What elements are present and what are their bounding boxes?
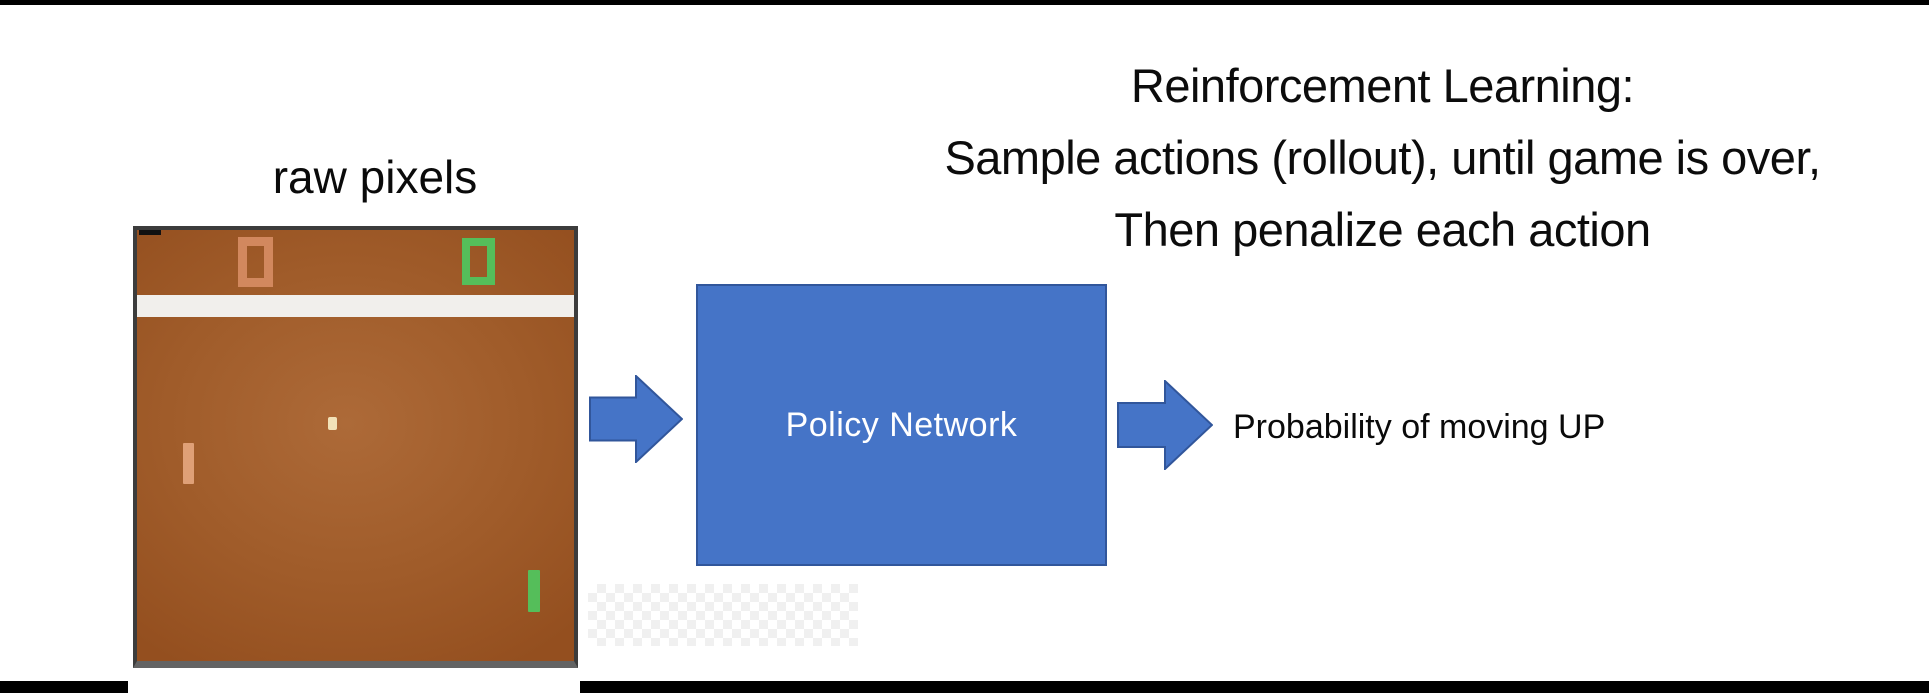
checker-artifact: [588, 584, 858, 646]
input-arrow-icon: [589, 375, 683, 463]
pong-game-screenshot: [133, 226, 578, 668]
right-paddle: [528, 570, 540, 612]
frame-notch: [139, 230, 161, 235]
top-divider-band: [137, 295, 574, 317]
headline-line-2: Sample actions (rollout), until game is …: [944, 131, 1821, 184]
probability-output-caption: Probability of moving UP: [1233, 408, 1606, 446]
game-image-white-margin: [128, 670, 580, 693]
left-score-zero-glyph: [238, 237, 273, 287]
headline-line-3: Then penalize each action: [1114, 203, 1651, 256]
right-score-zero-glyph: [462, 238, 495, 285]
pong-ball: [328, 417, 337, 430]
top-black-bar: [0, 0, 1929, 5]
raw-pixels-caption: raw pixels: [272, 151, 478, 203]
headline-line-1: Reinforcement Learning:: [1130, 59, 1635, 112]
output-arrow-icon: [1117, 380, 1213, 470]
policy-network-box: Policy Network: [696, 284, 1107, 566]
left-paddle: [183, 443, 194, 484]
headline: Reinforcement Learning: Sample actions (…: [840, 50, 1925, 266]
policy-network-label: Policy Network: [785, 405, 1018, 444]
